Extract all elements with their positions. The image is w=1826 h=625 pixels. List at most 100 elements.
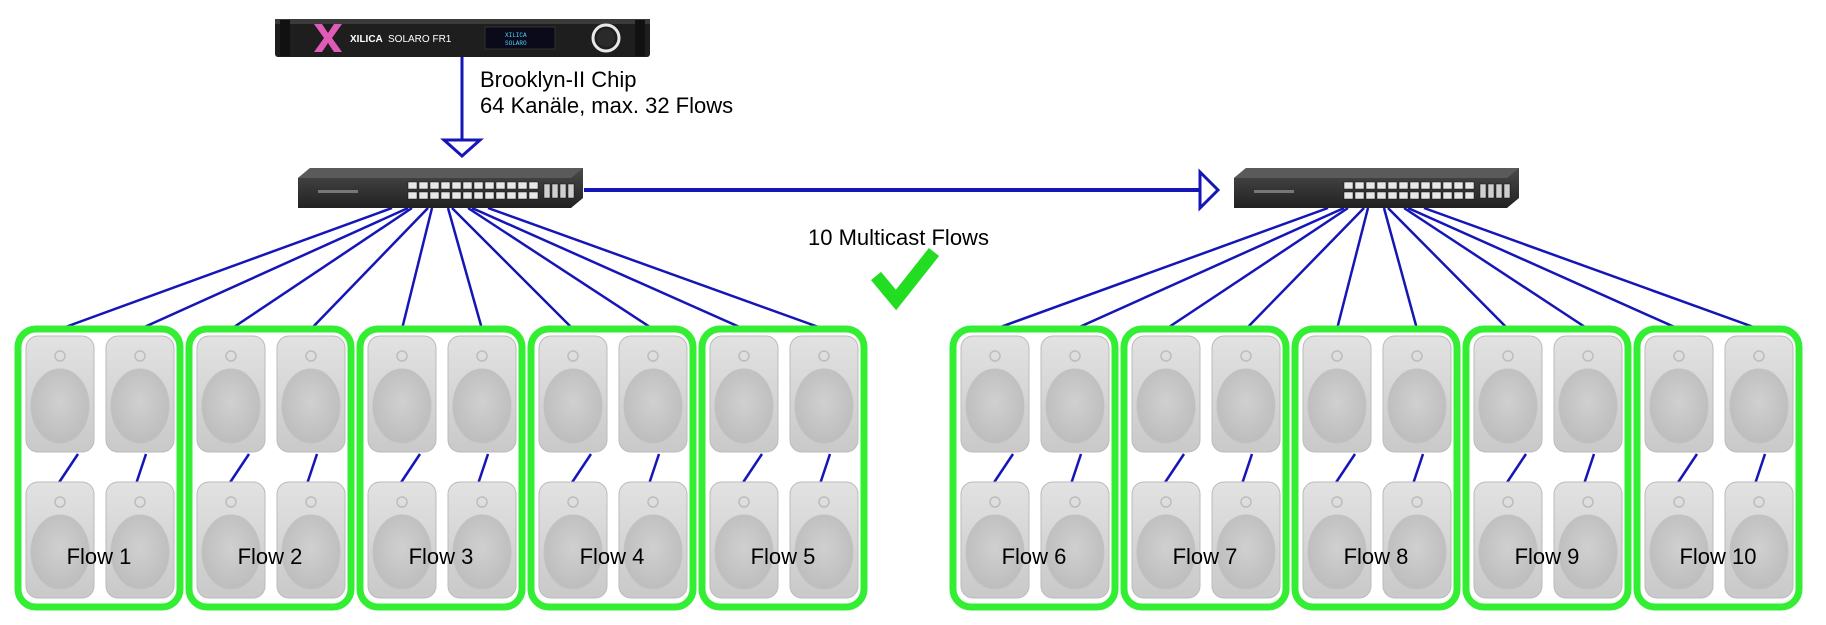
speaker-icon (276, 335, 346, 453)
flow-group: Flow 7 (1120, 325, 1290, 611)
speaker-icon (1131, 481, 1201, 599)
link-line (1407, 206, 1680, 331)
link-line (1423, 206, 1760, 331)
speaker-icon (105, 335, 175, 453)
speaker-icon (1724, 481, 1794, 599)
speaker-icon (1302, 481, 1372, 599)
link-line (1240, 453, 1254, 485)
speaker-icon (1724, 335, 1794, 453)
network-links (56, 57, 1767, 485)
flow-group: Flow 3 (356, 325, 526, 611)
flow-box (698, 325, 868, 611)
flow-group: Flow 10 (1633, 325, 1803, 611)
flow-label: Flow 8 (1344, 544, 1409, 569)
speaker-icon (1040, 481, 1110, 599)
speaker-icon (960, 335, 1030, 453)
flow-group: Flow 6 (949, 325, 1119, 611)
link-line (1165, 206, 1349, 331)
speaker-icon (538, 481, 608, 599)
speaker-icon (1644, 335, 1714, 453)
speaker-icon (367, 335, 437, 453)
flow-label: Flow 2 (238, 544, 303, 569)
link-line (1069, 453, 1083, 485)
link-line (476, 453, 490, 485)
link-line (1675, 453, 1699, 485)
device-model: SOLARO FR1 (388, 34, 452, 45)
link-line (400, 207, 434, 330)
multicast-flows-label: 10 Multicast Flows (808, 225, 989, 250)
flow-box (949, 325, 1119, 611)
speaker-icon (709, 335, 779, 453)
flow-label: Flow 4 (580, 544, 645, 569)
network-switch-left (298, 168, 583, 208)
flow-label: Flow 6 (1002, 544, 1067, 569)
speaker-icon (1382, 481, 1452, 599)
flow-label: Flow 1 (67, 544, 132, 569)
green-checkmark-icon (871, 247, 940, 311)
link-line (471, 206, 745, 331)
flow-label: Flow 5 (751, 544, 816, 569)
speaker-icon (1473, 335, 1543, 453)
speaker-icon (1040, 335, 1110, 453)
speaker-icon (1473, 481, 1543, 599)
flow-box (1633, 325, 1803, 611)
link-line (451, 207, 574, 330)
link-line (56, 453, 80, 485)
flow-label: Flow 10 (1679, 544, 1756, 569)
link-line (305, 453, 319, 485)
speaker-icon (196, 335, 266, 453)
link-line (487, 206, 825, 331)
speaker-icon (105, 481, 175, 599)
device-display-text-2: SOLARO (505, 40, 527, 47)
link-line (1411, 453, 1425, 485)
chip-label-line2: 64 Kanäle, max. 32 Flows (480, 93, 733, 118)
flow-box (1291, 325, 1461, 611)
xilica-logo-icon (314, 24, 342, 52)
dsp-processor-device: XILICA SOLARO FR1 XILICA SOLARO (275, 19, 650, 57)
speaker-icon (960, 481, 1030, 599)
speaker-icon (25, 481, 95, 599)
flow-box (1120, 325, 1290, 611)
device-brand: XILICA (350, 34, 383, 45)
link-line (994, 206, 1329, 331)
link-line (740, 453, 764, 485)
network-switch-right (1234, 168, 1519, 208)
flow-box (356, 325, 526, 611)
flow-group: Flow 5 (698, 325, 868, 611)
link-line (818, 453, 832, 485)
link-line (59, 206, 393, 331)
speaker-icon (789, 335, 859, 453)
flow-groups: Flow 1 Flow 2 Flow 3 Flow 4 Flow 5 Flow 6 Flow… (14, 325, 1803, 611)
speaker-icon (709, 481, 779, 599)
flow-group: Flow 2 (185, 325, 355, 611)
speaker-icon (367, 481, 437, 599)
chip-label-line1: Brooklyn-II Chip (480, 67, 637, 92)
flow-label: Flow 7 (1173, 544, 1238, 569)
flow-label: Flow 9 (1515, 544, 1580, 569)
speaker-icon (276, 481, 346, 599)
link-line (230, 206, 413, 331)
speaker-icon (1382, 335, 1452, 453)
flow-box (14, 325, 184, 611)
link-line (991, 453, 1015, 485)
link-line (1753, 453, 1767, 485)
speaker-icon (538, 335, 608, 453)
link-line (1074, 206, 1345, 331)
speaker-icon (1553, 335, 1623, 453)
link-line (467, 206, 654, 331)
link-line (310, 207, 429, 330)
link-line (1245, 207, 1365, 330)
speaker-icon (25, 335, 95, 453)
flow-box (527, 325, 697, 611)
speaker-icon (789, 481, 859, 599)
link-line (398, 453, 422, 485)
speaker-icon (1644, 481, 1714, 599)
arrow-head-right-icon (1198, 168, 1221, 212)
device-knob-icon (591, 23, 621, 53)
link-line (1333, 453, 1357, 485)
speaker-icon (1131, 335, 1201, 453)
speaker-icon (1211, 481, 1281, 599)
link-line (1382, 207, 1419, 330)
link-line (446, 207, 484, 330)
